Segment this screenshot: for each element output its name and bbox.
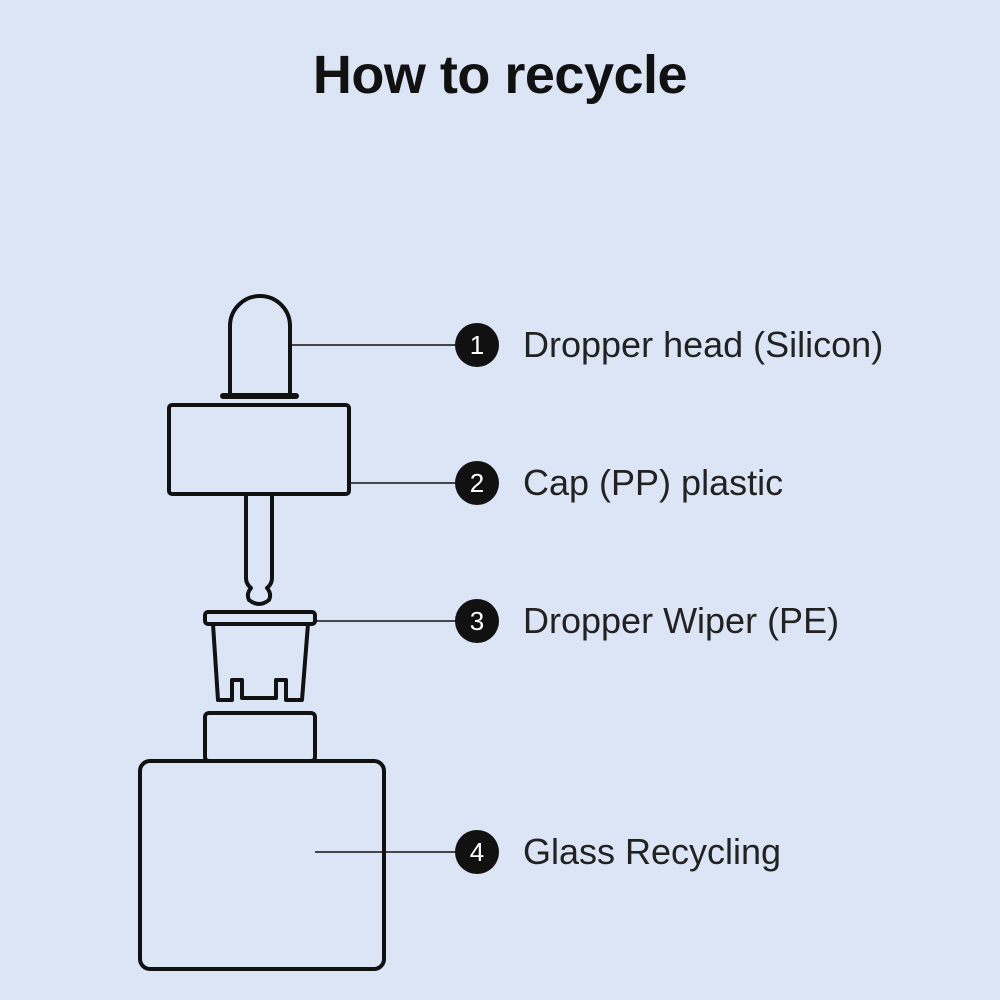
part-label-3: 3 Dropper Wiper (PE) [455, 599, 839, 643]
bottle-neck [203, 711, 317, 763]
page-title: How to recycle [312, 45, 688, 105]
part-label-2: 2 Cap (PP) plastic [455, 461, 783, 505]
dropper-head-shape [228, 294, 292, 395]
part-label-4: 4 Glass Recycling [455, 830, 781, 874]
cap-shape [167, 403, 351, 496]
bottle-body [138, 759, 386, 971]
wiper-rim [203, 610, 317, 626]
number-badge: 1 [455, 323, 499, 367]
wiper-body [211, 623, 310, 702]
part-name: Dropper Wiper (PE) [523, 600, 840, 641]
part-name: Cap (PP) plastic [523, 462, 784, 503]
number-badge: 4 [455, 830, 499, 874]
part-name: Dropper head (Silicon) [523, 324, 884, 365]
part-name: Glass Recycling [523, 831, 782, 872]
pipette-shape [244, 494, 274, 606]
number-badge: 3 [455, 599, 499, 643]
part-label-1: 1 Dropper head (Silicon) [455, 323, 883, 367]
number-badge: 2 [455, 461, 499, 505]
